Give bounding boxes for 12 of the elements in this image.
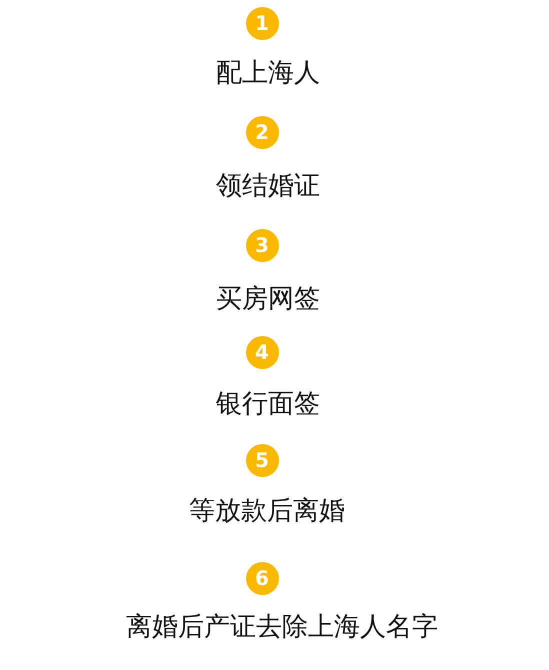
step-label: 配上海人 — [216, 59, 320, 89]
step-number-circle: 4 — [246, 336, 278, 368]
step-number-circle: 6 — [246, 562, 278, 594]
step-number-circle: 3 — [246, 228, 278, 262]
step-label: 银行面签 — [216, 390, 320, 420]
step-label: 买房网签 — [216, 285, 320, 315]
step-number-circle: 1 — [246, 6, 278, 40]
step-number-circle: 2 — [246, 116, 278, 148]
step-number-circle: 5 — [246, 444, 278, 476]
step-label: 领结婚证 — [216, 172, 320, 202]
step-label: 离婚后产证去除上海人名字 — [126, 613, 438, 643]
step-label: 等放款后离婚 — [189, 497, 345, 527]
